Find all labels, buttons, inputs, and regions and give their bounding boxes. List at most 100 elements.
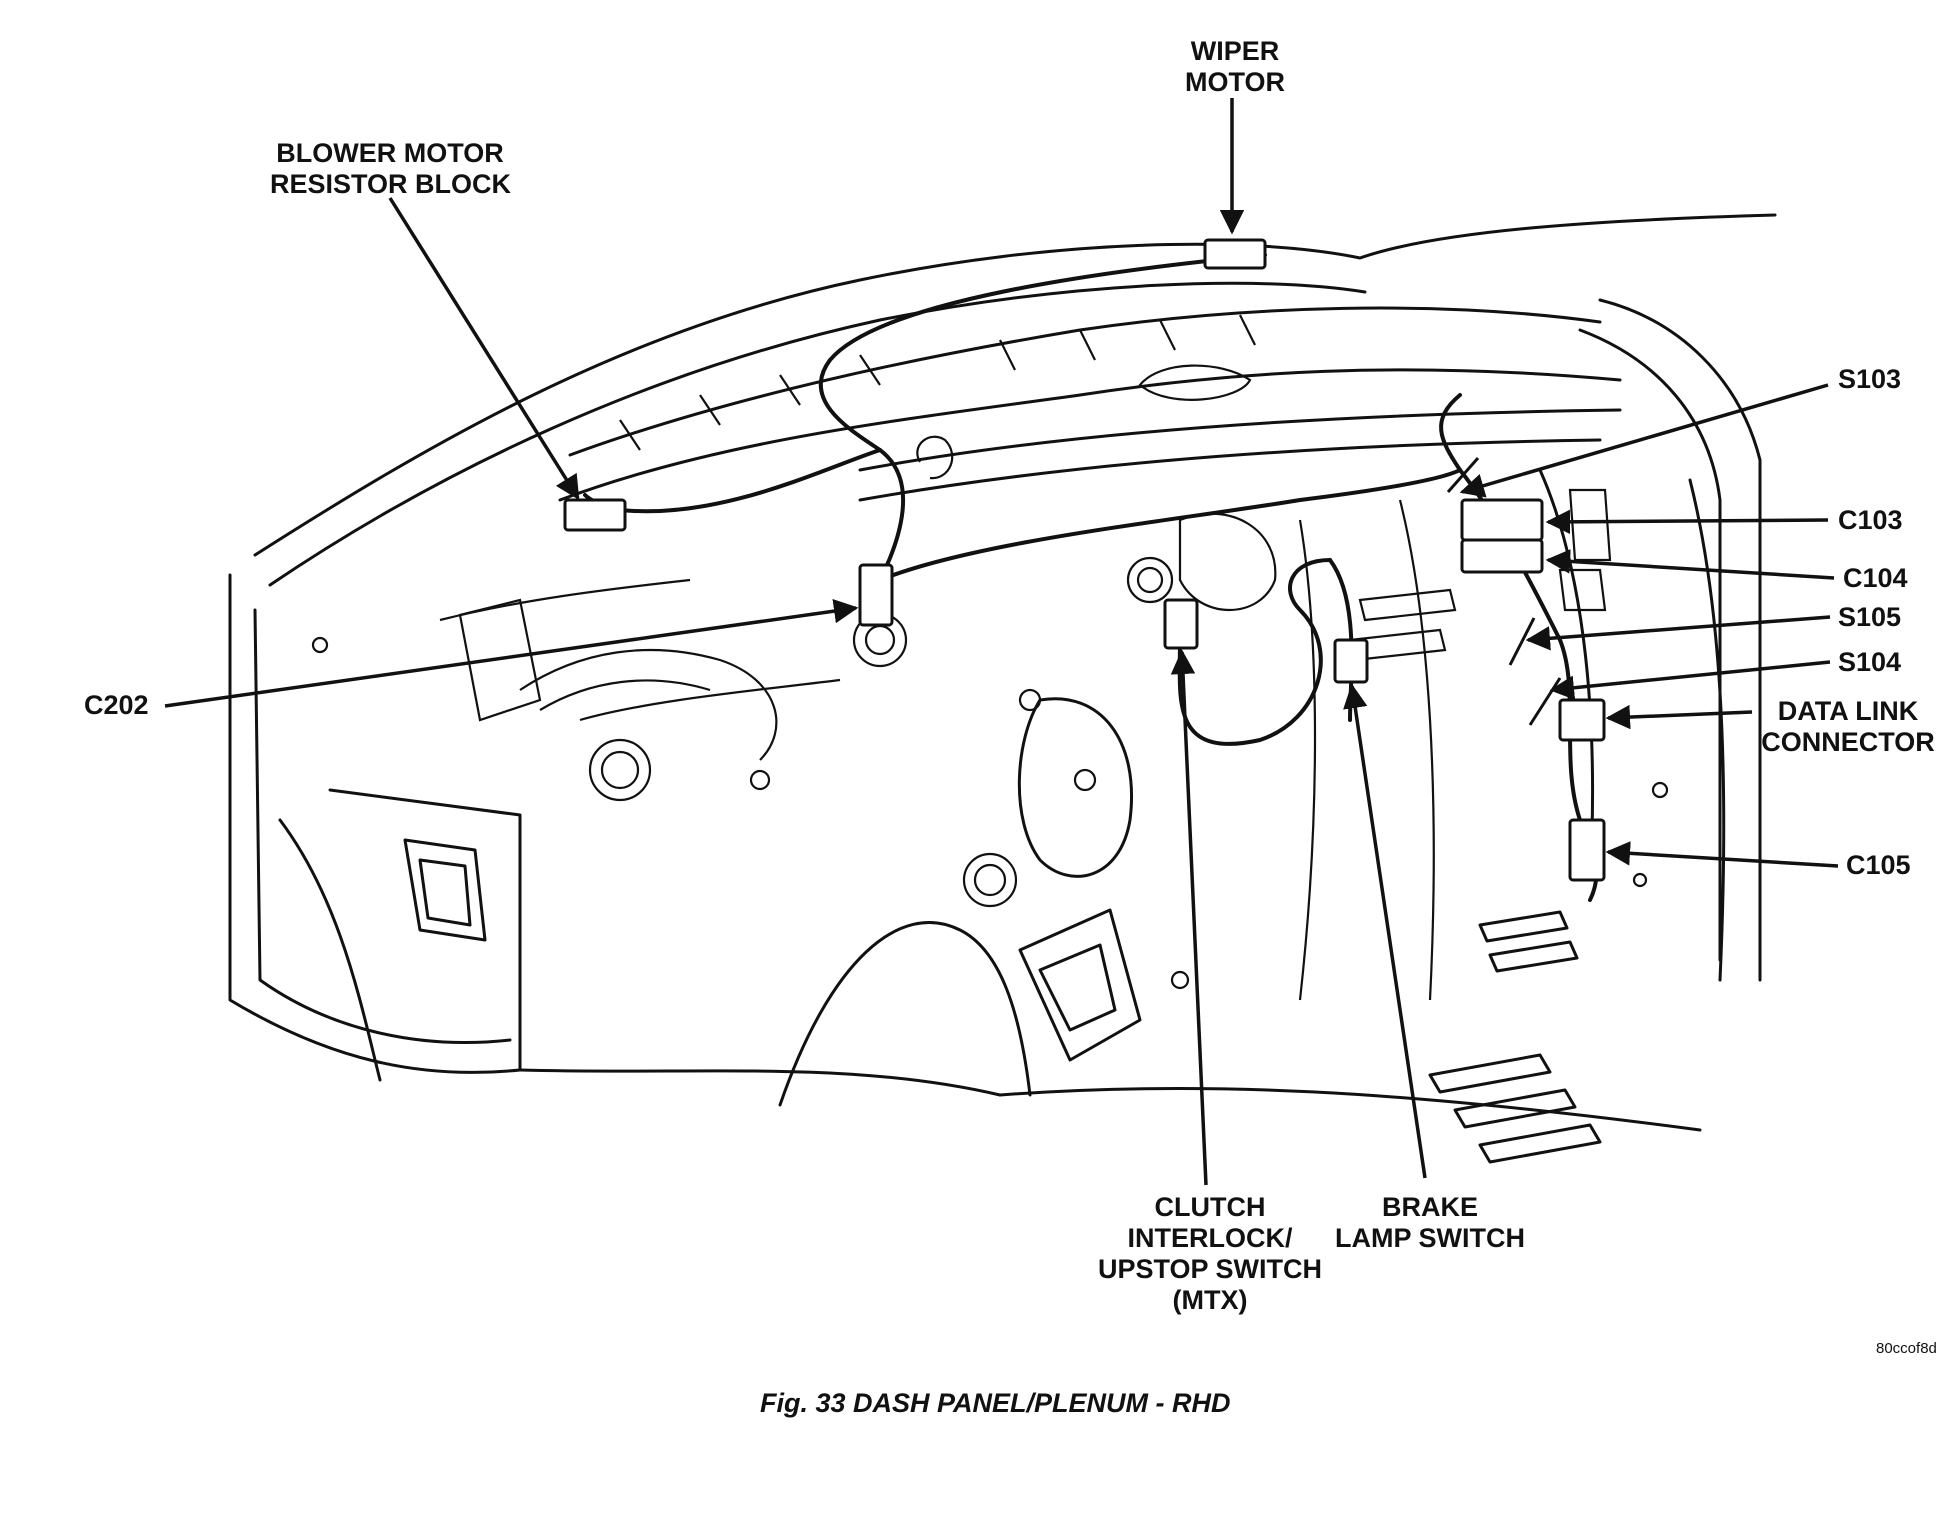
- label-c103: C103: [1838, 505, 1903, 536]
- pedal-mount: [1018, 908, 1142, 1062]
- label-brake-line-1: BRAKE: [1381, 1192, 1478, 1222]
- label-c202-text: C202: [84, 690, 149, 720]
- floor-line: [998, 1086, 1702, 1132]
- leader-s103: [1459, 383, 1829, 498]
- pedal-mount-inner: [1038, 943, 1117, 1032]
- label-clutch-interlock-upstop-switch: CLUTCH INTERLOCK/ UPSTOP SWITCH (MTX): [1090, 1192, 1330, 1316]
- leader-clutch-switch: [1170, 649, 1208, 1186]
- leader-lines: [164, 98, 1839, 1186]
- label-c105-text: C105: [1846, 850, 1911, 880]
- floor-vent-2: [1453, 1088, 1577, 1129]
- cowl-top-edge: [253, 213, 1777, 557]
- floor-vent-5: [1488, 940, 1579, 973]
- leader-c104: [1545, 549, 1835, 580]
- leader-data-link: [1605, 704, 1753, 730]
- left-vent-inner: [418, 858, 472, 927]
- label-s104-text: S104: [1838, 647, 1902, 677]
- firewall-seam: [1298, 519, 1317, 1001]
- clutch-switch-connector: [1163, 598, 1199, 650]
- label-s103: S103: [1838, 364, 1901, 395]
- right-pillar-inner: [1578, 328, 1722, 962]
- blower-resistor-connector: [563, 498, 627, 532]
- panel-crease-2: [579, 678, 841, 722]
- label-clutch-line-4: (MTX): [1172, 1285, 1248, 1315]
- image-code: 80ccof8d: [1876, 1340, 1937, 1357]
- right-pillar-outer: [1598, 298, 1762, 982]
- left-panel-face: [228, 573, 522, 1074]
- splice-marks: [1446, 457, 1562, 726]
- c104-connector: [1460, 538, 1544, 574]
- label-c103-text: C103: [1838, 505, 1903, 535]
- center-opening: [1017, 697, 1133, 878]
- grommet-2: [962, 852, 1018, 908]
- s104-splice: [1528, 677, 1562, 726]
- label-clutch-line-2: INTERLOCK/: [1127, 1223, 1293, 1253]
- s105-splice: [1508, 617, 1536, 666]
- label-c104: C104: [1843, 563, 1908, 594]
- leader-c103: [1545, 509, 1829, 535]
- leader-c202: [164, 598, 859, 708]
- label-wiper-motor-line-2: MOTOR: [1185, 67, 1285, 97]
- plenum-rib-1: [619, 354, 881, 451]
- left-panel-inner: [253, 608, 512, 1044]
- bracket-center: [1178, 512, 1277, 611]
- label-clutch-line-3: UPSTOP SWITCH: [1097, 1254, 1323, 1284]
- harness-main-run: [878, 468, 1462, 582]
- lower-dash-edge: [518, 1068, 1002, 1097]
- leader-brake-switch: [1343, 683, 1427, 1179]
- grommet-3-inner: [1136, 566, 1164, 594]
- body-outline: [228, 213, 1777, 1164]
- label-brake-line-2: LAMP SWITCH: [1335, 1223, 1525, 1253]
- left-vent-opening: [403, 838, 487, 942]
- label-c104-text: C104: [1843, 563, 1908, 593]
- right-door-opening: [1688, 478, 1726, 982]
- wiper-pivot: [916, 435, 954, 480]
- figure-caption: Fig. 33 DASH PANEL/PLENUM - RHD: [760, 1388, 1231, 1418]
- duct-left: [519, 648, 778, 761]
- label-s105: S105: [1838, 602, 1901, 633]
- plenum-rib-2: [999, 314, 1256, 371]
- bracket-left: [458, 598, 542, 722]
- harness-blower-feed: [583, 448, 882, 514]
- right-panel-slot-2: [1558, 568, 1607, 612]
- hole-7: [1018, 688, 1042, 712]
- leader-blower-resistor: [388, 197, 580, 501]
- label-s105-text: S105: [1838, 602, 1902, 632]
- floor-vent-1: [1428, 1053, 1552, 1094]
- plenum-opening: [1138, 364, 1252, 401]
- label-clutch-line-1: CLUTCH: [1154, 1192, 1266, 1222]
- duct-left-2: [539, 679, 711, 711]
- hole-6: [1170, 970, 1190, 990]
- cowl-inner-edge: [268, 281, 1367, 587]
- hole-4: [1651, 781, 1669, 799]
- label-c105: C105: [1846, 850, 1911, 881]
- leader-c105: [1605, 841, 1839, 868]
- label-wiper-motor: WIPER MOTOR: [1160, 36, 1310, 98]
- hole-5: [1632, 872, 1648, 888]
- label-blower-line-2: RESISTOR BLOCK: [270, 169, 512, 199]
- grommet-1: [588, 738, 652, 802]
- dash-slot-1: [1358, 588, 1457, 622]
- floor-vent-4: [1478, 910, 1569, 943]
- leader-s105: [1525, 615, 1831, 651]
- label-blower-motor-resistor-block: BLOWER MOTOR RESISTOR BLOCK: [270, 138, 512, 200]
- hole-2: [749, 769, 771, 791]
- label-brake-lamp-switch: BRAKE LAMP SWITCH: [1330, 1192, 1530, 1254]
- grommet-2-inner: [973, 863, 1007, 897]
- leader-s104: [1549, 660, 1831, 700]
- dash-crossbar-lower: [858, 438, 1602, 502]
- right-panel-edge: [1538, 468, 1595, 882]
- label-blower-line-1: BLOWER MOTOR: [276, 138, 504, 168]
- label-data-link-connector: DATA LINK CONNECTOR: [1758, 696, 1938, 758]
- hole-1: [311, 636, 329, 654]
- grommet-1-inner: [600, 750, 640, 790]
- body-detail: [311, 314, 1669, 1001]
- label-c202: C202: [84, 690, 149, 721]
- label-wiper-motor-line-1: WIPER: [1190, 36, 1280, 66]
- c202-connector: [858, 563, 894, 627]
- grommet-3: [1126, 556, 1174, 604]
- dash-crossbar: [858, 408, 1622, 472]
- harness-right-up: [1439, 393, 1462, 472]
- brake-switch-connector: [1333, 638, 1369, 684]
- harness-wiper-feed: [818, 253, 1267, 582]
